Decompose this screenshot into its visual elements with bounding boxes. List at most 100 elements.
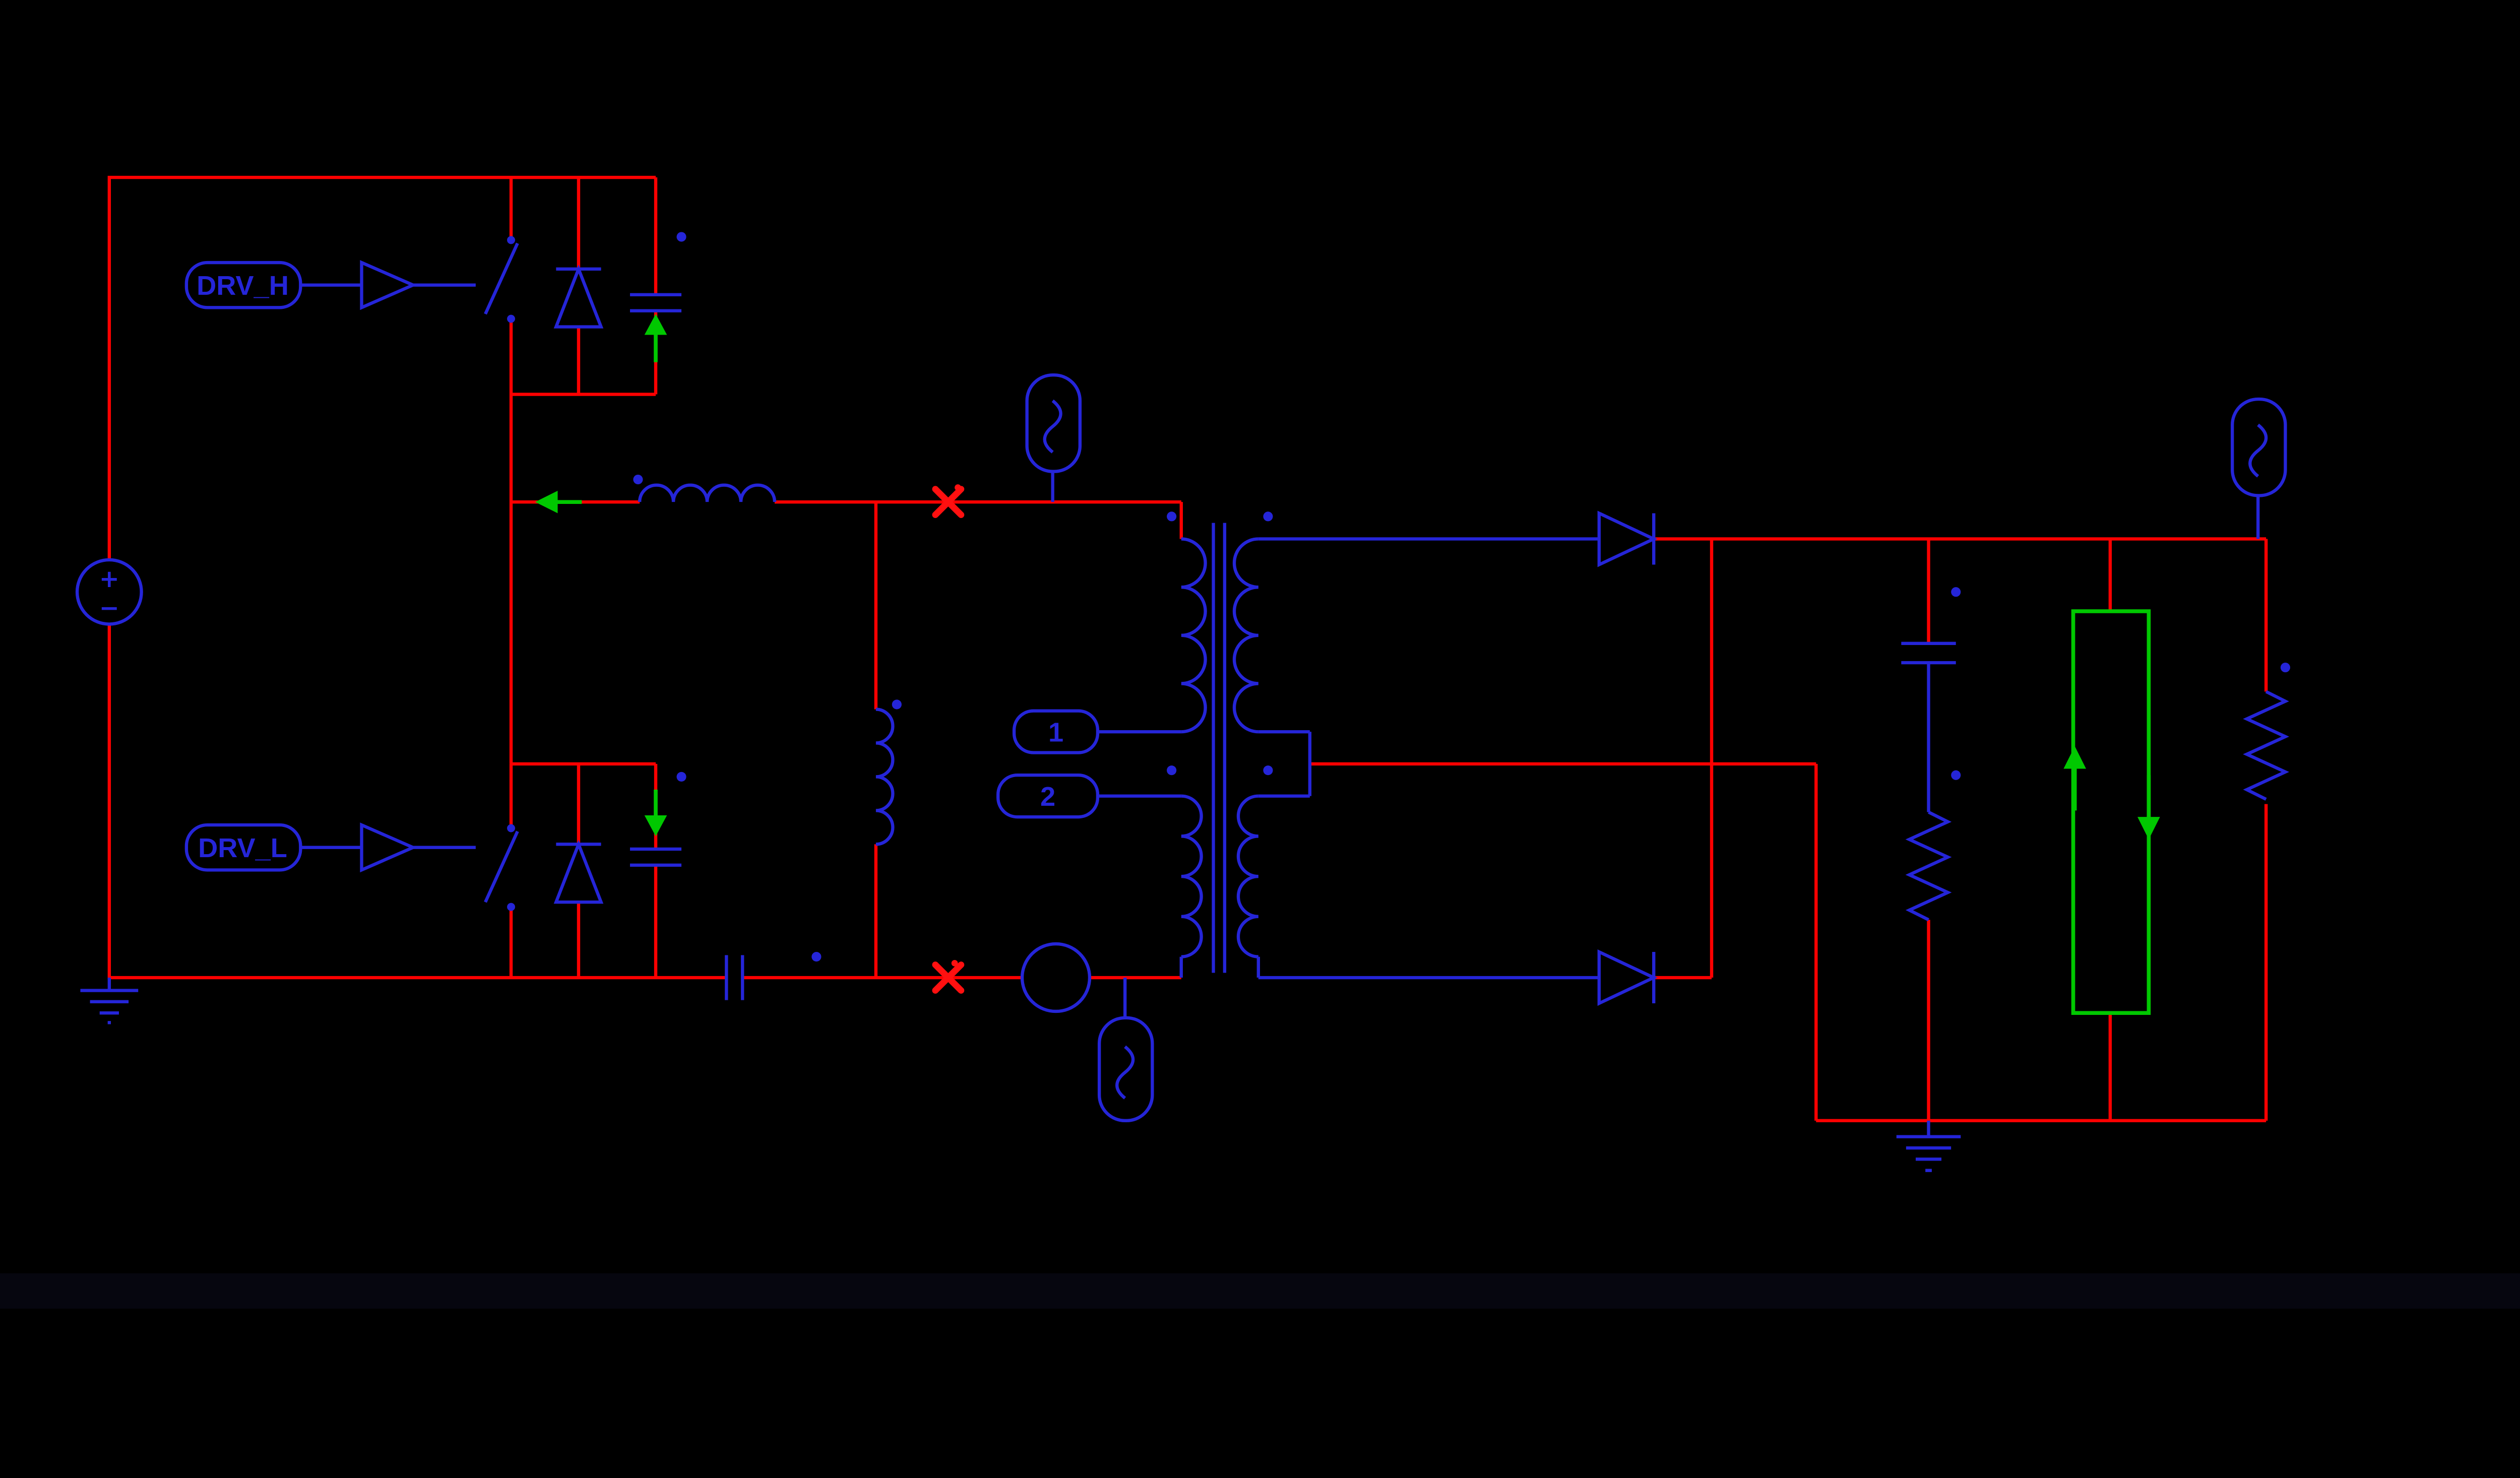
capacitor-plates (630, 293, 682, 312)
output-capacitor[interactable] (1901, 587, 1961, 780)
buffer-icon (360, 822, 417, 873)
magnetizing-inductor[interactable] (875, 699, 902, 846)
switch-blade (484, 830, 519, 903)
high-side-capacitor[interactable] (630, 232, 686, 312)
drv-l-label: DRV_L (198, 833, 287, 863)
tap-1-label: 1 (1048, 717, 1063, 747)
current-probe[interactable] (1020, 942, 1092, 1013)
wire[interactable] (509, 762, 658, 978)
node-dot (676, 232, 686, 242)
probe-body (1097, 1016, 1154, 1123)
wires-blue[interactable] (300, 283, 2260, 1018)
primary-winding-bottom (1181, 794, 1203, 958)
diode-triangle (1597, 510, 1658, 567)
capacitor-plates (725, 955, 744, 1000)
low-side-capacitor[interactable] (630, 772, 686, 867)
diode-triangle (553, 840, 604, 904)
x-marker-top[interactable] (932, 484, 965, 519)
transformer[interactable] (1167, 511, 1273, 973)
tap-port-2[interactable]: 2 (996, 774, 1100, 819)
output-esr-resistor[interactable] (1905, 810, 1952, 922)
marker-dot (951, 959, 958, 967)
port-outline (184, 823, 302, 872)
resistor-zigzag (2243, 690, 2290, 801)
wire[interactable] (509, 177, 658, 764)
phase-dot (892, 699, 902, 710)
load-current-box[interactable] (2063, 609, 2160, 1015)
buffer-icon (360, 260, 417, 310)
wire[interactable] (300, 283, 2260, 1018)
port-outline (1012, 709, 1100, 754)
ground-symbol-right[interactable] (1896, 1120, 1961, 1172)
wires-red[interactable] (107, 175, 2268, 1123)
tap-port-1[interactable]: 1 (1012, 709, 1100, 754)
switch-terminal (507, 824, 516, 832)
source-body (75, 558, 143, 626)
ground-icon (1896, 1120, 1961, 1172)
phase-dot (1263, 511, 1273, 522)
arrow-down-head-icon (2137, 817, 2160, 840)
phase-dot (633, 474, 643, 485)
phase-dot (1167, 511, 1177, 522)
switch-blade (484, 242, 519, 315)
rectifier-diode-bottom[interactable] (1597, 949, 1658, 1006)
low-side-switch[interactable] (484, 824, 519, 911)
x-marker-icon (932, 486, 965, 519)
low-side-diode[interactable] (553, 840, 604, 904)
current-arrow-down-icon[interactable] (644, 789, 667, 837)
probe-body (2231, 397, 2287, 497)
port-outline (184, 261, 302, 309)
current-arrow-left-icon[interactable] (535, 490, 582, 513)
drv-h-buffer[interactable] (360, 260, 417, 310)
rectifier-diode-top[interactable] (1597, 510, 1658, 567)
diode-triangle (1597, 949, 1658, 1006)
ground-symbol-left[interactable] (80, 978, 139, 1024)
primary-winding-top (1181, 537, 1207, 734)
marker-dot (955, 484, 961, 491)
sine-wave-icon (1043, 399, 1062, 454)
inductor-coil (638, 483, 777, 502)
input-voltage-source[interactable]: + − (75, 558, 143, 626)
sine-wave-icon (2248, 423, 2268, 478)
x-marker-icon (932, 961, 965, 994)
bottom-bar (0, 1273, 2520, 1309)
node-dot (811, 952, 822, 962)
current-arrow-up-icon[interactable] (644, 314, 667, 362)
capacitor-plates (1901, 641, 1956, 665)
node-dot (676, 772, 686, 782)
probe-body (1025, 373, 1082, 473)
load-box-outline (2071, 609, 2151, 1015)
sine-wave-icon (1115, 1045, 1135, 1100)
node-dot (1951, 587, 1961, 597)
transformer-core (1212, 523, 1227, 973)
load-resistor[interactable] (2243, 663, 2291, 801)
plus-sign: + (99, 565, 119, 593)
arrow-up-head-icon (2063, 746, 2087, 769)
drv-l-buffer[interactable] (360, 822, 417, 873)
resonant-capacitor[interactable] (725, 952, 822, 1000)
switch-terminal (507, 903, 516, 911)
node-dot (1951, 770, 1961, 780)
drv-h-port[interactable]: DRV_H (184, 261, 302, 309)
x-marker-bottom[interactable] (932, 959, 965, 994)
secondary-winding-bottom (1236, 794, 1258, 958)
high-side-switch[interactable] (484, 236, 519, 323)
diode-triangle (553, 264, 604, 329)
drv-l-port[interactable]: DRV_L (184, 823, 302, 872)
wire[interactable] (1309, 537, 2268, 1123)
drv-h-label: DRV_H (197, 271, 289, 301)
wire[interactable] (774, 500, 1183, 978)
phase-dot (1263, 765, 1273, 776)
voltage-probe-output[interactable] (2231, 397, 2287, 497)
node-dot (2280, 663, 2291, 673)
probe-bottom[interactable] (1097, 1016, 1154, 1123)
high-side-diode[interactable] (553, 264, 604, 329)
voltage-probe-primary[interactable] (1025, 373, 1082, 473)
probe-body (1020, 942, 1092, 1013)
capacitor-plates (630, 847, 682, 867)
port-outline (996, 774, 1100, 819)
inductor-coil (875, 708, 895, 846)
resonant-inductor[interactable] (633, 474, 777, 502)
switch-terminal (507, 236, 516, 244)
